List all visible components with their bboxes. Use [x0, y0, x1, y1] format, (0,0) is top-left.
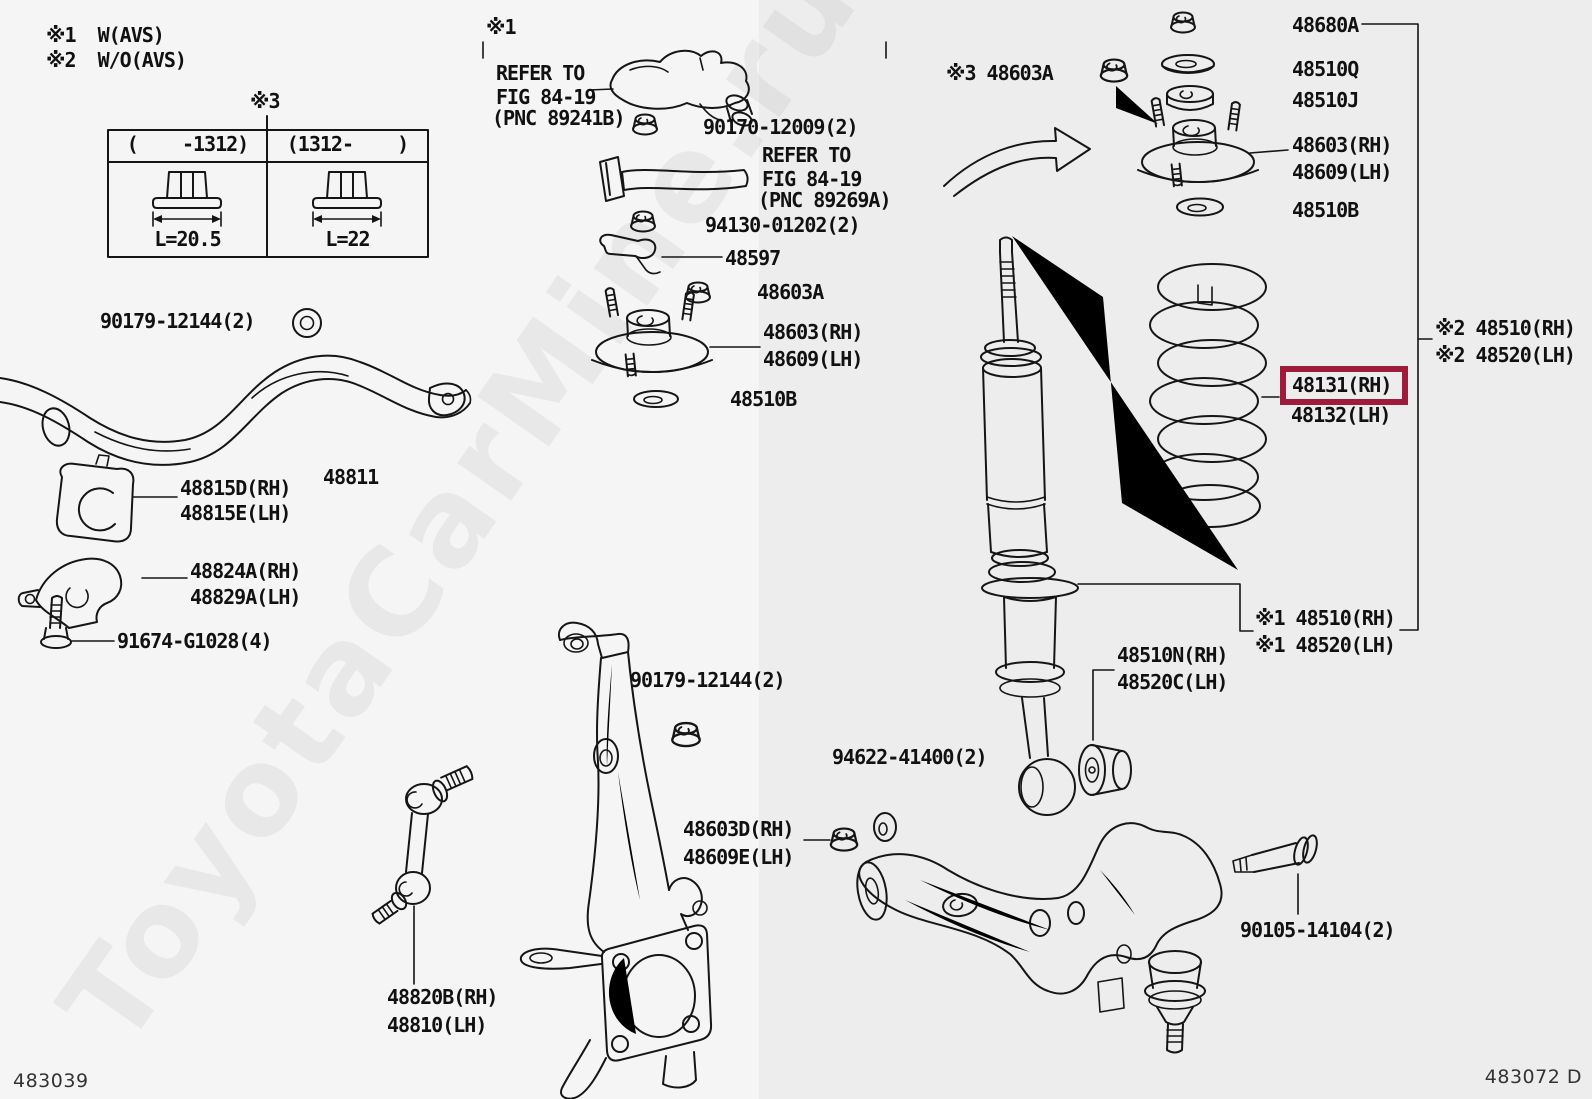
part-label-48603-left: 48603(RH): [763, 320, 863, 344]
part-label-94622: 94622-41400(2): [832, 745, 988, 769]
label-bracket-lines: [1077, 23, 1433, 741]
part-label-48510q: 48510Q: [1292, 57, 1359, 81]
bottom-fasteners: [803, 812, 1318, 915]
figure-code-right: 483072 D: [1484, 1066, 1582, 1088]
table-marker: ※3: [250, 89, 281, 113]
part-label-48132: 48132(LH): [1291, 403, 1391, 427]
refer-note2-line2: FIG 84-19: [762, 167, 862, 191]
part-label-48520-lh-note2: ※2 48520(LH): [1435, 343, 1576, 367]
refer-note1-line3: (PNC 89241B): [492, 106, 625, 130]
part-label-90170: 90170-12009(2): [703, 115, 859, 139]
part-label-48820b: 48820B(RH): [387, 985, 498, 1009]
figure-code-left: 483039: [13, 1070, 89, 1092]
background-right-panel: [759, 0, 1592, 1099]
lower-control-arm-drawing: [856, 799, 1230, 1054]
stabilizer-bar-drawing: [0, 308, 472, 466]
part-label-90179-12144-bar: 90179-12144(2): [100, 309, 256, 333]
part-label-48603d: 48603D(RH): [683, 817, 794, 841]
part-label-48510j: 48510J: [1292, 88, 1359, 112]
table-col1-length: L=20.5: [154, 227, 221, 251]
refer-note1-line2: FIG 84-19: [496, 85, 596, 109]
upper-mount-stack-right: [943, 11, 1289, 217]
part-label-48520-lh-note1: ※1 48520(LH): [1255, 633, 1396, 657]
part-label-90105: 90105-14104(2): [1240, 918, 1396, 942]
part-label-48829a: 48829A(LH): [190, 585, 301, 609]
part-label-48520c: 48520C(LH): [1117, 670, 1228, 694]
part-label-48510b-right: 48510B: [1292, 198, 1359, 222]
part-label-48603-right: 48603(RH): [1292, 133, 1392, 157]
part-label-48680a: 48680A: [1292, 13, 1359, 37]
legend-note-2: ※2 W/O(AVS): [46, 48, 187, 72]
part-label-48510-rh-note1: ※1 48510(RH): [1255, 606, 1396, 630]
refer-note2-line3: (PNC 89269A): [758, 188, 891, 212]
size-table-graphic: [107, 115, 429, 258]
part-label-48811: 48811: [323, 465, 379, 489]
legend-note-1: ※1 W(AVS): [46, 23, 165, 47]
refer-note2-line1: REFER TO: [762, 143, 851, 167]
part-label-48815d: 48815D(RH): [180, 476, 291, 500]
part-label-48603a-right: ※3 48603A: [946, 61, 1054, 85]
part-label-48609-left: 48609(LH): [763, 347, 863, 371]
part-label-94130: 94130-01202(2): [705, 213, 861, 237]
table-col1-header: ( -1312): [126, 132, 249, 156]
highlighted-part-box: 48131(RH): [1280, 366, 1408, 405]
part-label-91674: 91674-G1028(4): [117, 629, 273, 653]
part-label-48510-rh-note2: ※2 48510(RH): [1435, 316, 1576, 340]
part-label-48810: 48810(LH): [387, 1013, 487, 1037]
stabilizer-link-drawing: [371, 765, 474, 985]
part-label-48609-right: 48609(LH): [1292, 160, 1392, 184]
stabilizer-bushing-and-bracket: [17, 454, 188, 649]
assembly1-bracket: [482, 41, 887, 59]
part-label-90179-12144-knuckle: 90179-12144(2): [630, 668, 786, 692]
strut-mount-left: [591, 286, 761, 408]
steering-knuckle-drawing: [519, 621, 713, 1099]
height-sensor-drawing: [588, 49, 753, 127]
table-col2-header: (1312- ): [286, 132, 409, 156]
center-fasteners: [599, 113, 749, 304]
part-label-48510b-left: 48510B: [730, 387, 797, 411]
table-col2-length: L=22: [325, 227, 370, 251]
shock-absorber-drawing: [980, 236, 1132, 816]
refer-note1-line1: REFER TO: [496, 61, 585, 85]
part-label-48815e: 48815E(LH): [180, 501, 291, 525]
coil-spring-drawing: [1012, 236, 1280, 570]
part-label-48603a-left: 48603A: [757, 280, 824, 304]
part-label-48510n: 48510N(RH): [1117, 643, 1228, 667]
part-label-48131-highlighted: 48131(RH): [1292, 373, 1392, 397]
part-label-48609e: 48609E(LH): [683, 845, 794, 869]
part-label-48597: 48597: [725, 246, 781, 270]
part-label-48824a: 48824A(RH): [190, 559, 301, 583]
assembly1-marker: ※1: [486, 15, 517, 39]
